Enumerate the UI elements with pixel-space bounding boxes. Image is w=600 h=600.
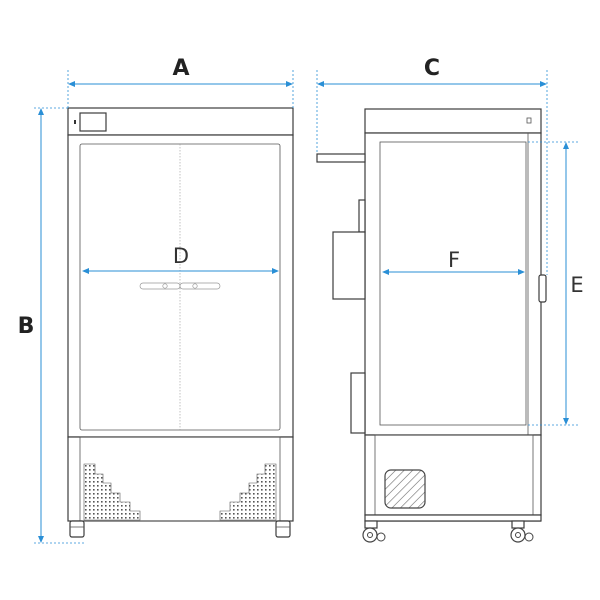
side-back-bracket xyxy=(358,199,366,233)
dimension-e: E xyxy=(528,141,584,426)
side-view xyxy=(316,108,547,543)
front-vent-left xyxy=(83,463,141,521)
label-c: C xyxy=(424,56,440,81)
side-glass xyxy=(379,141,527,426)
dimension-a: A xyxy=(67,56,294,108)
front-vent-right xyxy=(219,463,277,521)
side-indicator xyxy=(526,117,532,124)
label-d: D xyxy=(173,244,189,268)
dimension-d: D xyxy=(82,244,279,274)
dimension-f: F xyxy=(382,248,525,275)
front-view xyxy=(67,107,294,538)
front-display-panel xyxy=(79,112,107,132)
side-body xyxy=(364,132,542,436)
label-f: F xyxy=(448,248,460,272)
front-door-handles xyxy=(139,282,221,290)
front-foot-left xyxy=(69,520,85,538)
side-handle xyxy=(538,274,547,303)
side-caster-left xyxy=(362,520,386,543)
side-back-unit xyxy=(332,231,366,300)
label-e: E xyxy=(570,273,583,297)
front-foot-right xyxy=(275,520,291,538)
dimension-b: B xyxy=(18,107,84,544)
label-a: A xyxy=(172,56,189,81)
side-back-box xyxy=(350,372,366,434)
side-caster-right xyxy=(510,520,534,543)
front-base-inner xyxy=(79,436,281,522)
dimension-c: C xyxy=(316,56,548,275)
label-b: B xyxy=(18,314,35,339)
front-power-indicator xyxy=(74,120,76,124)
side-hatched-panel xyxy=(384,469,426,509)
side-back-ledge xyxy=(316,153,366,163)
side-control-strip xyxy=(364,108,542,134)
